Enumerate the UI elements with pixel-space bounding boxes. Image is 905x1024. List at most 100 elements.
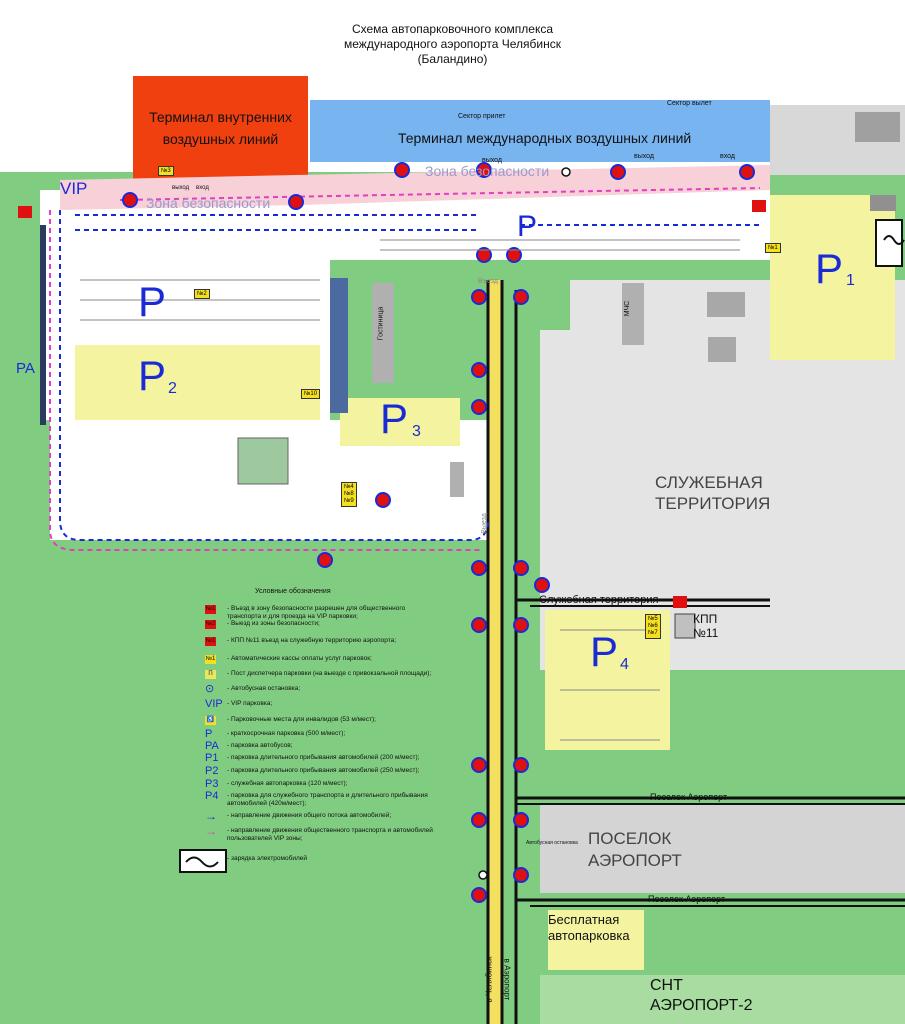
legend-item: ⚡- зарядка электромобилей xyxy=(205,855,437,864)
entrance-label-2: вход xyxy=(196,185,209,191)
exit-label-1: выход xyxy=(482,157,502,164)
service-road-label: Служебная территория xyxy=(539,594,659,606)
legend-symbol: П xyxy=(205,670,216,679)
legend-text: - КПП №11 въезд на служебную территорию … xyxy=(227,637,397,644)
sector-arrival-label: Сектор прилет xyxy=(458,113,506,120)
map-title: Схема автопарковочного комплекса междуна… xyxy=(0,22,905,67)
legend-text: - VIP парковка; xyxy=(227,700,273,707)
bus-stop-note: Автобусная остановка xyxy=(526,840,578,846)
legend-item: PA - парковка автобусов; xyxy=(205,740,437,752)
exit-label-3: выход xyxy=(172,185,190,191)
legend-item: P- краткосрочная парковка (500 м/мест); xyxy=(205,729,437,740)
p1-sub-label: 1 xyxy=(846,272,855,289)
p2-sub-label: 2 xyxy=(168,380,177,397)
legend-text: - зарядка электромобилей xyxy=(227,855,308,862)
mchs-label: МЧС xyxy=(624,300,632,317)
kiosk-n2: №2 xyxy=(194,289,210,299)
legend-symbol: P2 xyxy=(205,765,219,777)
legend-item: №2- Выезд из зоны безопасности; xyxy=(205,620,437,629)
legend-item: → - направление движения общего потока ав… xyxy=(205,809,437,823)
legend-text: - Автобусная остановка; xyxy=(227,685,301,692)
legend-symbol: ♿ xyxy=(205,716,216,725)
legend-symbol: №1 xyxy=(205,655,216,664)
legend-symbol: №1 xyxy=(205,637,216,646)
legend-text: - парковка длительного прибывания автомо… xyxy=(227,754,420,761)
p3-label: P xyxy=(380,395,409,442)
kpp-marker-service xyxy=(673,596,687,608)
entrance-label-1: вход xyxy=(720,153,735,160)
legend-item: P3- служебная автопарковка (120 м/мест); xyxy=(205,778,437,790)
legend-item: П - Пост диспетчера парковки (на выезде с… xyxy=(205,670,437,679)
legend-item: → - направление движения общественного тр… xyxy=(205,824,437,843)
legend-item: VIP- VIP парковка; xyxy=(205,699,437,710)
legend-symbol: → xyxy=(205,809,217,823)
p3-lot xyxy=(340,398,460,446)
entry-label: Въезд xyxy=(478,278,498,285)
legend-text: - парковка автобусов; xyxy=(227,742,293,749)
legend-text: - Пост диспетчера парковки (на выезде с … xyxy=(227,670,432,677)
p-main-label: P xyxy=(138,278,167,325)
upper-left-lot xyxy=(10,62,130,172)
hotel-label: Гостиница xyxy=(377,306,385,341)
legend-text: - парковка длительного прибывания автомо… xyxy=(227,767,420,774)
legend-symbol: → xyxy=(205,824,217,838)
legend-symbol: P3 xyxy=(205,778,219,790)
legend-text: - Выезд из зоны безопасности; xyxy=(227,620,320,627)
legend-symbol: ⊙ xyxy=(205,683,215,695)
kpp-marker-left xyxy=(18,206,32,218)
kiosk-n3: №3 xyxy=(158,166,174,176)
legend-item: P4 - парковка для служебного транспорта и… xyxy=(205,790,437,808)
hotel-building xyxy=(372,283,394,383)
mchs-building xyxy=(622,283,644,345)
legend-item: ♿- Парковочные места для инвалидов (53 м… xyxy=(205,716,437,725)
legend-text: - краткосрочная парковка (500 м/мест); xyxy=(227,730,346,737)
village-road-label-2: Поселок Аэропорт xyxy=(648,894,726,904)
kpp-marker-right xyxy=(752,200,766,212)
map-title-line1: Схема автопарковочного комплекса xyxy=(351,22,554,36)
international-terminal-building xyxy=(310,100,770,162)
p4-sub-label: 4 xyxy=(620,656,629,673)
legend-heading: Условные обозначения xyxy=(255,588,331,595)
legend-item: №1 - КПП №11 въезд на служебную территори… xyxy=(205,637,437,646)
kiosk-n1: №1 xyxy=(765,243,781,253)
kpp-11-label: КПП №11 xyxy=(693,612,719,640)
no-entry-signs xyxy=(122,162,755,903)
map-title-line2: международного аэропорта Челябинск xyxy=(344,37,561,51)
legend-text: - направление движения общественного тра… xyxy=(227,827,433,842)
village-label: ПОСЕЛОК АЭРОПОРТ xyxy=(588,829,682,870)
p-short-term-label: P xyxy=(517,210,538,243)
snt-area xyxy=(540,975,905,1024)
legend-symbol: P1 xyxy=(205,752,219,764)
international-terminal-label: Терминал международных воздушных линий xyxy=(398,130,692,146)
p4-label: P xyxy=(590,628,619,675)
legend-symbol: PA xyxy=(205,740,219,752)
sector-departure-label: Сектор вылет xyxy=(667,100,712,107)
legend-item: №1 - Въезд в зону безопасности разрешен д… xyxy=(205,605,437,621)
legend-text: - парковка для служебного транспорта и д… xyxy=(227,792,428,807)
p2-label: P xyxy=(138,352,167,399)
free-parking-label: Бесплатная автопарковка xyxy=(548,912,630,943)
domestic-terminal-label: Терминал внутренних воздушных линий xyxy=(149,109,292,147)
legend-symbol: №1 xyxy=(205,605,216,614)
exit-road-label: Выезд xyxy=(480,513,488,534)
village-road-label-1: Поселок Аэропорт xyxy=(650,792,728,802)
to-chelyabinsk-label: в Челябинск xyxy=(484,956,494,1003)
map-title-line3: (Баландино) xyxy=(417,52,488,66)
legend-item: P1 - парковка длительного прибывания авто… xyxy=(205,752,437,764)
legend-symbol: P4 xyxy=(205,790,219,802)
village-area xyxy=(540,805,905,893)
security-zone-label-2: Зона безопасности xyxy=(146,195,271,211)
p3-sub-label: 3 xyxy=(412,423,421,440)
legend-item: №1- Автоматические кассы оплаты услуг па… xyxy=(205,655,437,664)
kiosk-n10: №10 xyxy=(301,389,321,399)
legend-item: P2 - парковка длительного прибывания авто… xyxy=(205,765,437,777)
security-zone-label-1: Зона безопасности xyxy=(425,163,550,179)
legend-text: - Въезд в зону безопасности разрешен для… xyxy=(227,605,406,620)
legend-text: - направление движения общего потока авт… xyxy=(227,812,392,819)
legend-ev-icon xyxy=(179,849,227,873)
kiosk-n4-8-9: №4 №8 №9 xyxy=(341,482,357,507)
p1-lot xyxy=(770,195,895,360)
free-parking-lot xyxy=(548,910,644,970)
kiosk-n5-6-7: №5 №6 №7 xyxy=(645,614,661,639)
